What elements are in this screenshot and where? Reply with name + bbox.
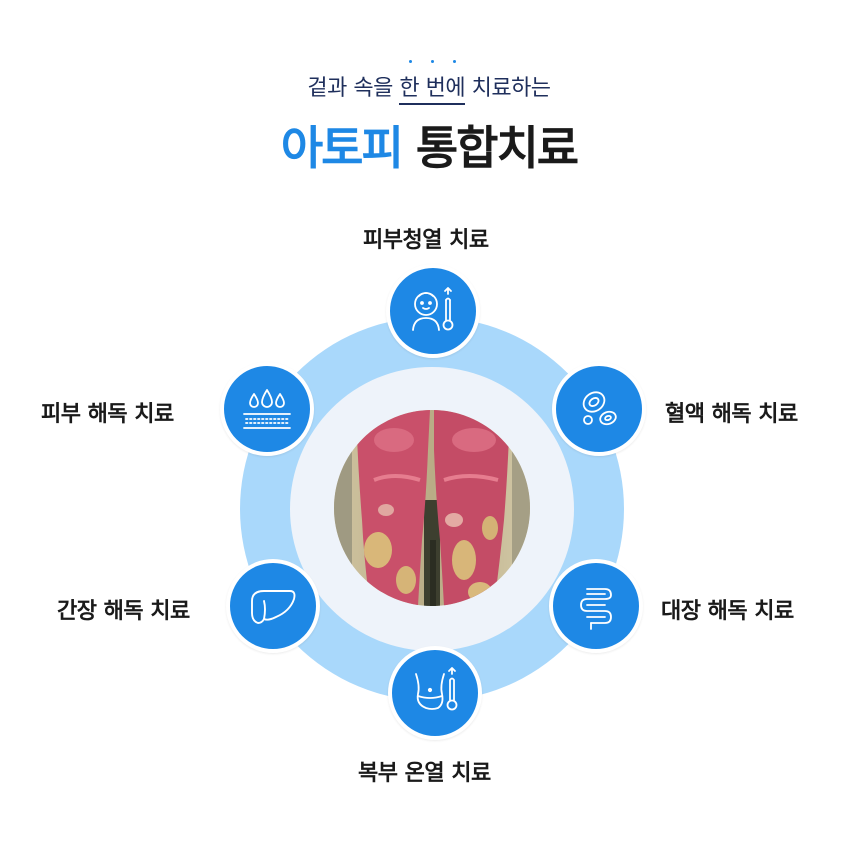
label-top-right: 혈액 해독 치료 [665, 402, 798, 427]
node-top [386, 264, 480, 358]
blood-cells-icon [582, 391, 617, 426]
page-title: 아토피 통합치료 [0, 112, 858, 178]
label-top: 피부청열 치료 [363, 228, 489, 253]
abdomen-thermometer-icon [415, 667, 458, 711]
headline-emphasis: 한 번에 [399, 60, 466, 105]
skin-photo [334, 410, 530, 606]
child-thermometer-icon [412, 287, 454, 331]
label-bottom-left: 간장 해독 치료 [57, 599, 190, 624]
title-dark: 통합치료 [415, 121, 579, 175]
headline: 겉과 속을 한 번에 치료하는 [0, 60, 858, 105]
label-bottom: 복부 온열 치료 [358, 761, 491, 786]
skin-drops-icon [243, 389, 291, 429]
node-bottom-right [549, 559, 643, 653]
intestine-icon [580, 588, 612, 630]
node-top-left [220, 362, 314, 456]
headline-emphasis-text: 한 번에 [399, 76, 466, 101]
liver-icon [251, 590, 296, 624]
emphasis-dots [399, 60, 465, 63]
node-bottom [388, 646, 482, 740]
label-top-left: 피부 해독 치료 [41, 402, 174, 427]
title-blue: 아토피 [280, 121, 404, 175]
headline-before: 겉과 속을 [307, 76, 400, 101]
node-bottom-left [226, 559, 320, 653]
node-top-right [552, 362, 646, 456]
label-bottom-right: 대장 해독 치료 [661, 599, 794, 624]
headline-after: 치료하는 [465, 76, 551, 101]
